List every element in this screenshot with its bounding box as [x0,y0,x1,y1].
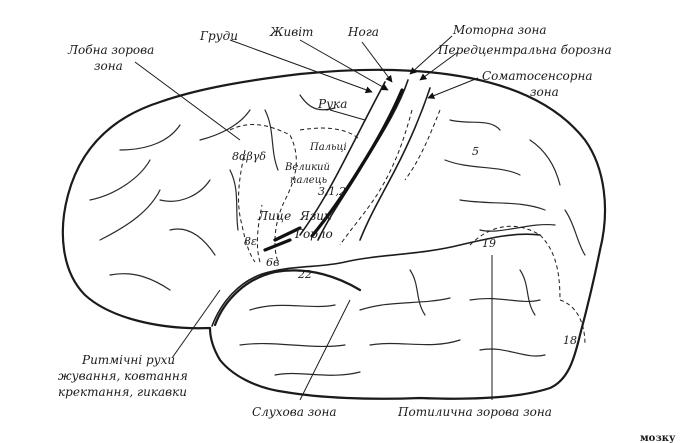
brain-outline [61,68,607,400]
label-precentral: Передцентральна борозна [437,43,612,57]
label-face: Лице [257,209,291,223]
area-6: 6в [266,256,279,269]
area-312: 3,1,2 [318,185,346,198]
corner-text: мозку [640,433,676,443]
precentral-sulcus [299,81,386,236]
label-rhythmic-1: Ритмічні рухи [81,353,175,367]
label-abdomen: Живіт [269,25,313,39]
label-thumb-1: Великий [284,162,330,173]
label-frontal-visual-2: зона [94,59,123,73]
leader-lines [134,35,493,401]
label-throat: Горло [294,227,333,241]
label-frontal-visual-1: Лобна зорова [67,43,154,57]
area-8: 8αβγδ [232,150,266,163]
label-arm: Рука [317,97,347,111]
label-thumb-2: палець [290,175,327,186]
throat-arrow [263,238,292,252]
gyri [89,94,586,376]
area-8e: 8ε [244,235,257,248]
motor-strip [310,88,404,238]
label-somatosensory-1: Соматосенсорна [482,69,593,83]
area-19: 19 [482,237,496,250]
area-18: 18 [563,334,577,347]
label-somatosensory-2: зона [530,85,559,99]
label-occipital-visual: Потилична зорова зона [397,405,552,419]
label-rhythmic-2: жування, ковтання [58,369,188,383]
label-leg: Нога [347,25,379,39]
area-boundaries [229,109,586,346]
label-chest: Груди [199,29,238,43]
label-fingers: Пальці [309,142,347,153]
lateral-fissure [211,233,541,327]
temporal-lobe-top [213,269,362,327]
face-arrow [273,226,302,242]
label-rhythmic-3: кректання, гикавки [58,385,187,399]
postcentral-sulcus [359,87,431,241]
label-auditory: Слухова зона [252,405,337,419]
area-22: 22 [297,268,312,281]
label-motor: Моторна зона [452,23,547,37]
label-tongue: Язик [299,209,332,223]
area-5: 5 [472,145,479,158]
